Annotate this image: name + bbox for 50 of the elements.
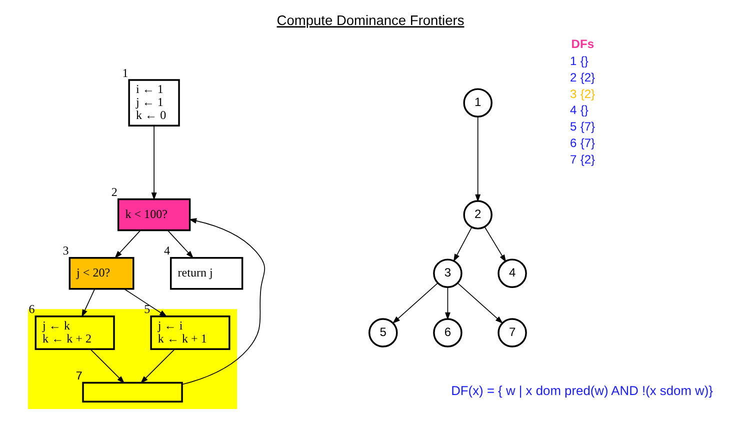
- node-box: return j: [170, 257, 243, 290]
- label: 4: [569, 103, 576, 118]
- label: DF(x) = { w | x dom pred(w) AND !(x sdom w)}: [450, 383, 712, 398]
- node-box: j < 20?: [68, 257, 134, 290]
- node-box: i ← 1 j ← 1 k ← 0: [128, 79, 180, 127]
- arrow: [181, 218, 265, 385]
- arrow: [90, 348, 124, 384]
- arrow: [114, 230, 140, 258]
- node-circle: 6: [432, 318, 462, 348]
- arrow: [484, 226, 506, 262]
- arrow: [456, 282, 503, 324]
- arrow: [444, 286, 450, 320]
- arrow: [140, 348, 174, 384]
- label: {}: [580, 103, 588, 118]
- label: {7}: [580, 136, 595, 150]
- label: {2}: [580, 86, 595, 101]
- label: {7}: [580, 120, 595, 134]
- arrow: [166, 230, 194, 258]
- arrow: [123, 288, 167, 317]
- arrow: [474, 116, 480, 202]
- node-box: j ← i k ← k + 1: [150, 316, 230, 350]
- node-box: k < 100?: [116, 198, 190, 232]
- arrow: [452, 226, 472, 262]
- node-circle: 4: [497, 258, 526, 288]
- label: {2}: [580, 152, 595, 166]
- arrow: [150, 125, 156, 200]
- node-circle: 1: [462, 88, 492, 118]
- node-label: 2: [110, 185, 117, 200]
- label: 6: [569, 136, 576, 150]
- label: 2: [569, 70, 576, 84]
- label: 7: [569, 152, 576, 166]
- node-circle: 5: [368, 318, 398, 348]
- arrow: [392, 282, 438, 324]
- node-box: [82, 382, 182, 403]
- label: 3: [569, 86, 576, 101]
- node-label: 7: [75, 369, 82, 384]
- node-circle: 2: [462, 200, 492, 230]
- node-circle: 3: [432, 258, 462, 288]
- node-label: 1: [122, 66, 128, 80]
- node-label: 4: [163, 244, 170, 258]
- label: 5: [569, 120, 576, 134]
- label: {2}: [580, 70, 595, 84]
- node-circle: 7: [497, 318, 526, 348]
- diagram-title: Compute Dominance Frontiers: [276, 13, 464, 28]
- label: 1: [569, 54, 576, 68]
- label: DFs: [570, 36, 594, 51]
- label: {}: [580, 54, 588, 68]
- node-label: 3: [62, 244, 68, 258]
- arrow: [81, 288, 95, 318]
- node-box: j ← k k ← k + 2: [34, 316, 114, 350]
